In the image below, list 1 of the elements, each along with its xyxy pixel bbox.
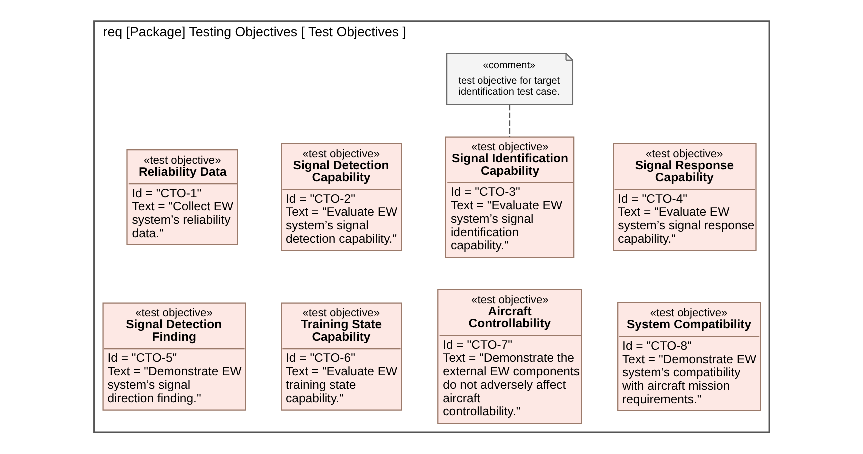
connector [508, 105, 510, 137]
